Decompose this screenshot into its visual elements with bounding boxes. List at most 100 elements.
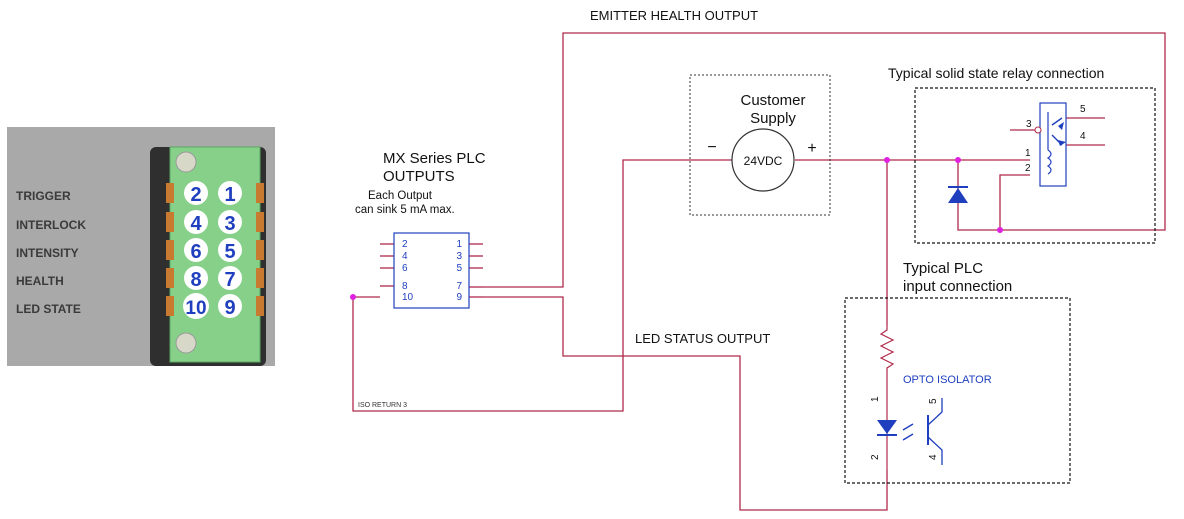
opto-pin-label: 4 xyxy=(928,454,939,460)
plc-pin-label: 6 xyxy=(402,263,408,274)
pin-circle xyxy=(184,266,208,290)
opto-pin-label: 2 xyxy=(870,454,881,460)
plc-pin-label: 4 xyxy=(402,251,408,262)
resistor-icon xyxy=(879,325,895,400)
supply-title-line2: Supply xyxy=(750,110,796,127)
relay-pin-label: 1 xyxy=(1025,148,1031,159)
relay-pin3-terminal xyxy=(1034,126,1042,134)
connector-body xyxy=(169,146,261,363)
relay-pin-labels: 1 2 3 4 5 xyxy=(1025,104,1086,174)
junction-dot xyxy=(884,157,890,163)
terminal-row: 10 9 xyxy=(166,293,264,319)
emitter-health-label: EMITTER HEALTH OUTPUT xyxy=(590,8,758,23)
opto-pin-label: 1 xyxy=(870,396,881,402)
plc-pin-label: 8 xyxy=(402,281,408,292)
pin-circle xyxy=(218,238,242,262)
relay-arrow-icon xyxy=(1058,140,1066,146)
opto-pin-label: 5 xyxy=(928,398,939,404)
bottom-screw-icon xyxy=(175,332,197,354)
diode-branch-wire xyxy=(957,160,1000,231)
junction-dot xyxy=(955,157,961,163)
pin-circle xyxy=(218,210,242,234)
supply-minus: − xyxy=(707,139,716,156)
plc-pin-label: 2 xyxy=(402,239,408,250)
terminal-clip xyxy=(256,183,264,203)
plc-note-line2: can sink 5 mA max. xyxy=(355,204,455,216)
label-led-state: LED STATE xyxy=(16,302,81,316)
plc-input-dashed-box xyxy=(844,297,1071,484)
relay-pin-label: 3 xyxy=(1026,119,1032,130)
plc-pin-label: 1 xyxy=(456,239,462,250)
plc-note-line1: Each Output xyxy=(368,190,433,202)
relay-pin-label: 2 xyxy=(1025,163,1031,174)
connector-panel: TRIGGER INTERLOCK INTENSITY HEALTH LED S… xyxy=(7,127,275,366)
diode-icon xyxy=(948,188,968,203)
terminal-row: 8 7 xyxy=(166,266,264,291)
led-status-label: LED STATUS OUTPUT xyxy=(635,331,770,346)
pin-circle xyxy=(218,266,242,290)
phototransistor-leads xyxy=(927,398,943,465)
pin-number: 7 xyxy=(224,269,235,291)
pin-number: 3 xyxy=(224,213,235,235)
iso-return-label: ISO RETURN 3 xyxy=(358,402,407,409)
relay-pin2-wire xyxy=(999,174,1030,230)
plc-title-line1: MX Series PLC xyxy=(383,150,486,167)
terminal-clip xyxy=(166,240,174,260)
pin-number: 5 xyxy=(224,241,235,263)
plc-pin-label: 3 xyxy=(456,251,462,262)
terminal-row: 6 5 xyxy=(166,238,264,263)
top-screw-icon xyxy=(175,151,197,173)
terminal-clip xyxy=(166,183,174,203)
plc-pin-label: 10 xyxy=(402,292,414,303)
opto-led-icon xyxy=(877,420,897,434)
plc-title-line2: OUTPUTS xyxy=(383,168,455,185)
ssr-dashed-box xyxy=(914,87,1156,244)
supply-dashed-box xyxy=(689,74,831,216)
ssr-section: Typical solid state relay connection 1 2… xyxy=(888,65,1156,244)
terminal-clip xyxy=(256,268,264,288)
pin-number: 8 xyxy=(190,269,201,291)
plc-pin-label: 9 xyxy=(456,292,462,303)
supply-source-icon xyxy=(731,128,795,192)
pin-circle xyxy=(184,238,208,262)
emitter-health-wire xyxy=(483,32,1166,288)
wires xyxy=(352,32,1166,511)
junctions xyxy=(350,157,1003,300)
terminal-clip xyxy=(256,212,264,232)
pin-circle xyxy=(184,210,208,234)
terminal-clip xyxy=(166,296,174,316)
plc-input-title-line1: Typical PLC xyxy=(903,260,983,277)
terminal-row: 4 3 xyxy=(166,210,264,235)
pin-circle xyxy=(184,181,208,205)
terminal-clip xyxy=(256,296,264,316)
terminal-clip xyxy=(166,268,174,288)
plc-output-box xyxy=(393,232,470,309)
label-health: HEALTH xyxy=(16,274,64,288)
plc-output-block: MX Series PLC OUTPUTS Each Output can si… xyxy=(355,150,486,309)
junction-dot xyxy=(350,294,356,300)
plc-pins-right: 1 3 5 7 9 xyxy=(456,239,462,303)
supply-voltage: 24VDC xyxy=(744,154,783,168)
iso-return-wire xyxy=(352,159,732,412)
relay-pin-label: 5 xyxy=(1080,104,1086,115)
led-status-wire xyxy=(483,296,888,511)
supply-title-line1: Customer xyxy=(740,92,805,109)
pin-number: 10 xyxy=(185,298,206,319)
relay-coil-icon xyxy=(1046,149,1052,175)
junction-dot xyxy=(997,227,1003,233)
pin-circle xyxy=(183,293,209,319)
plc-pin-label: 5 xyxy=(456,263,462,274)
terminal-clip xyxy=(166,212,174,232)
pin-number: 1 xyxy=(224,184,235,206)
light-arrows-icon xyxy=(902,423,914,441)
plc-input-section: Typical PLC input connection OPTO ISOLAT… xyxy=(844,260,1071,484)
plc-pins-left: 2 4 6 8 10 xyxy=(402,239,414,303)
terminal-row: 2 1 xyxy=(166,181,264,206)
relay-arrow-icon xyxy=(1058,122,1064,130)
plc-input-title-line2: input connection xyxy=(903,278,1012,295)
terminal-clip xyxy=(256,240,264,260)
pin-number: 6 xyxy=(190,241,201,263)
relay-pin-label: 4 xyxy=(1080,131,1086,142)
pin-number: 4 xyxy=(190,213,202,235)
